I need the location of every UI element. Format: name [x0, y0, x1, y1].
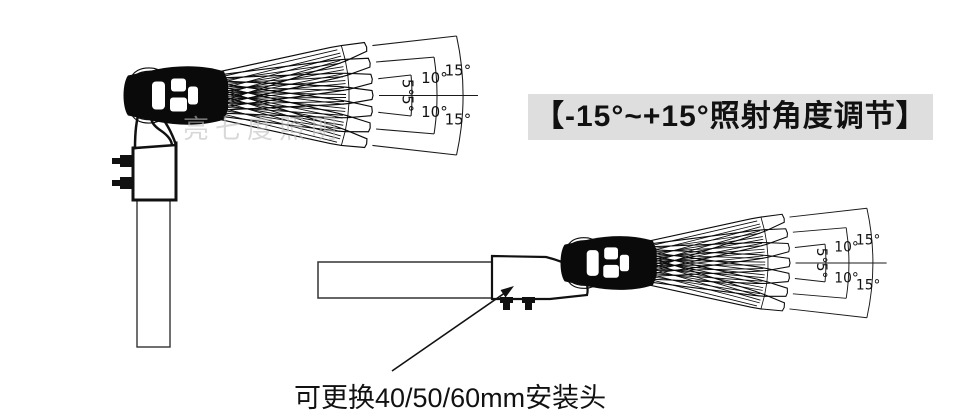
angle-dimension-fan: 5°5°10°10°15°15°: [372, 35, 478, 156]
bottom-drawing: 5°5°10°10°15°15°: [317, 207, 887, 372]
angle-label: 5°: [813, 248, 829, 264]
leader-arrow: [391, 286, 514, 372]
mount-sleeve: [131, 141, 178, 202]
lamp-head-body: [560, 236, 657, 290]
angle-label: 5°: [813, 263, 829, 279]
horizontal-pole-mount: [317, 254, 589, 310]
angle-label: 10°: [834, 271, 858, 287]
horizontal-pole: [317, 261, 493, 299]
top-drawing: 5°5°10°10°15°15°: [112, 35, 478, 348]
angle-label: 15°: [856, 277, 880, 293]
mount-head-bolts: [500, 297, 535, 310]
angle-label: 5°: [398, 79, 416, 96]
watermark: 亮七度照明: [183, 114, 344, 144]
lamp-head-body: [123, 66, 228, 125]
angle-label: 10°: [421, 103, 448, 121]
vertical-pole: [136, 199, 171, 348]
angle-dimension-fan: 5°5°10°10°15°15°: [789, 207, 887, 319]
angle-label: 5°: [398, 95, 416, 112]
angle-label: 15°: [445, 62, 472, 80]
angle-label: 15°: [445, 110, 472, 128]
angle-label: 15°: [856, 233, 880, 249]
lamp-head-tilt-positions: [123, 41, 374, 149]
lamp-head-tilt-positions: [560, 213, 791, 312]
mount-bolts: [112, 155, 133, 189]
angle-label: 10°: [421, 69, 448, 87]
vertical-pole-mount: [112, 102, 178, 348]
angle-range-banner: 【-15°~+15°照射角度调节】: [528, 94, 933, 140]
mount-size-caption: 可更换40/50/60mm安装头: [294, 383, 607, 413]
angle-label: 10°: [834, 239, 858, 255]
